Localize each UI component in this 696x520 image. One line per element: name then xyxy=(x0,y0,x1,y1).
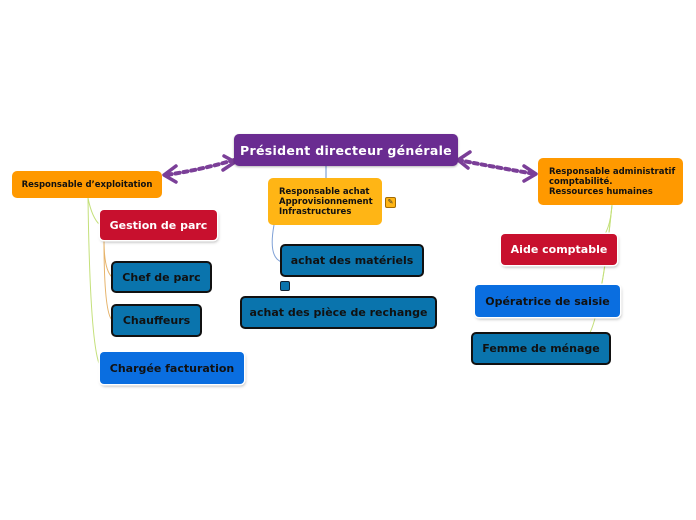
child-label: Opératrice de saisie xyxy=(485,294,610,308)
root-node[interactable]: Président directeur générale xyxy=(234,134,458,166)
branch-label: Responsable administratif comptabilité. … xyxy=(549,166,676,197)
connector-left-4 xyxy=(87,197,101,367)
child-node-chauffeurs[interactable]: Chauffeurs xyxy=(111,304,202,337)
child-label: Chargée facturation xyxy=(109,361,235,375)
child-node-aide-comptable[interactable]: Aide comptable xyxy=(501,234,617,265)
child-label: Femme de ménage xyxy=(482,342,600,355)
connector-left-1 xyxy=(87,197,101,226)
arrowhead-right-end xyxy=(522,164,538,183)
branch-label: Responsable d’exploitation xyxy=(21,179,153,190)
connector-root-right xyxy=(456,158,537,176)
connector-middle-1 xyxy=(271,224,283,263)
root-label: Président directeur générale xyxy=(240,142,452,158)
branch-node-achat[interactable]: Responsable achat Approvisionnement Infr… xyxy=(268,178,382,225)
child-node-chef-de-parc[interactable]: Chef de parc xyxy=(111,261,212,293)
branch-node-exploitation[interactable]: Responsable d’exploitation xyxy=(12,171,162,198)
connector-left-3 xyxy=(103,239,113,321)
child-label: achat des pièce de rechange xyxy=(249,306,428,319)
child-node-achat-piece-rechange[interactable]: achat des pièce de rechange xyxy=(240,296,437,329)
child-label: Chauffeurs xyxy=(122,314,191,327)
branch-label: Responsable achat Approvisionnement Infr… xyxy=(279,186,373,217)
note-icon[interactable]: ✎ xyxy=(385,197,396,208)
child-node-gestion-de-parc[interactable]: Gestion de parc xyxy=(100,210,217,240)
child-node-achat-materiels[interactable]: achat des matériels xyxy=(280,244,424,277)
child-node-operatrice-saisie[interactable]: Opératrice de saisie xyxy=(475,285,620,317)
child-node-chargee-facturation[interactable]: Chargée facturation xyxy=(100,352,244,384)
child-label: Aide comptable xyxy=(510,243,608,256)
collapse-icon[interactable] xyxy=(280,281,290,291)
arrowhead-left-end xyxy=(162,164,178,184)
child-label: Chef de parc xyxy=(122,270,201,284)
child-label: achat des matériels xyxy=(290,254,414,267)
arrowhead-right-root xyxy=(456,150,472,170)
child-label: Gestion de parc xyxy=(109,218,208,232)
child-node-femme-de-menage[interactable]: Femme de ménage xyxy=(471,332,611,365)
branch-node-administratif[interactable]: Responsable administratif comptabilité. … xyxy=(538,158,683,205)
connector-root-left xyxy=(164,158,236,177)
